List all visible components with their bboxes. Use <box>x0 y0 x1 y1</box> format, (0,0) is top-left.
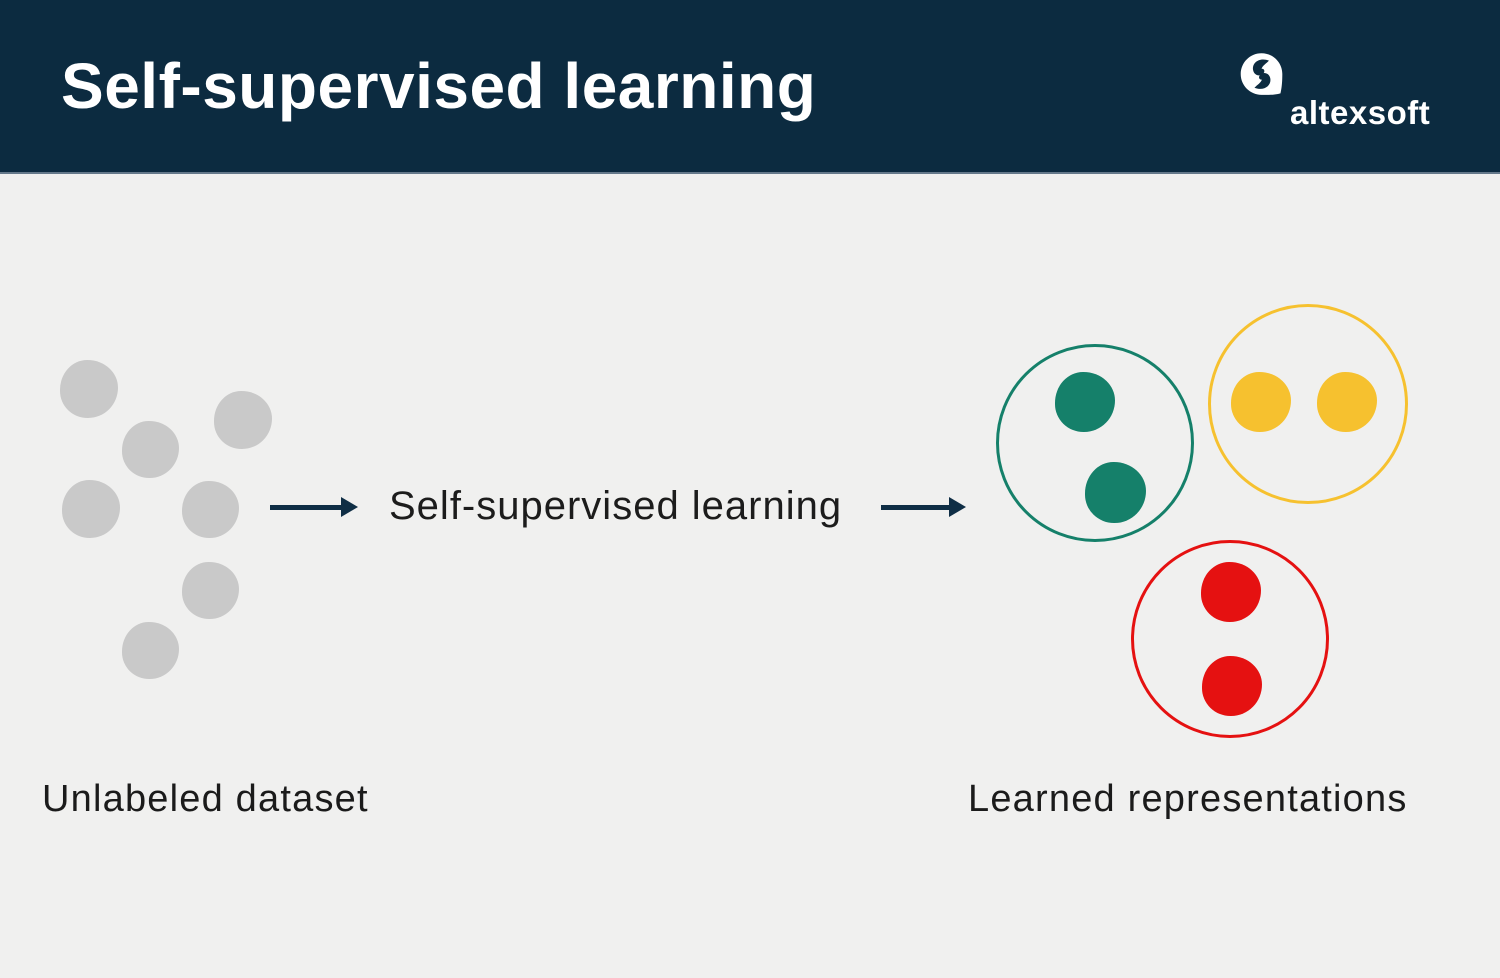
unlabeled-data-point <box>181 561 239 619</box>
unlabeled-data-point <box>121 420 179 478</box>
header-bar: Self-supervised learning altexsoft <box>0 0 1500 174</box>
right-arrow-icon <box>881 497 966 517</box>
red-cluster-point <box>1201 562 1261 622</box>
unlabeled-data-point <box>181 480 239 538</box>
unlabeled-data-point <box>60 360 118 418</box>
green-cluster-point <box>1055 372 1115 432</box>
brand-name: altexsoft <box>1290 94 1431 131</box>
right-caption: Learned representations <box>968 778 1408 820</box>
red-cluster-outline <box>1131 540 1329 738</box>
red-cluster-point <box>1202 656 1262 716</box>
arrow-head <box>949 497 966 517</box>
arrow-shaft <box>881 505 950 510</box>
process-label: Self-supervised learning <box>389 484 843 528</box>
brand-logo: altexsoft <box>1237 48 1447 133</box>
right-arrow-icon <box>270 497 358 517</box>
diagram-canvas: Self-supervised learning Unlabeled datas… <box>0 176 1500 978</box>
yellow-cluster-point <box>1317 372 1377 432</box>
left-caption: Unlabeled dataset <box>42 778 369 820</box>
altexsoft-logo-icon <box>1240 53 1283 95</box>
yellow-cluster-point <box>1231 372 1291 432</box>
green-cluster-point <box>1084 461 1146 523</box>
yellow-cluster-outline <box>1208 304 1408 504</box>
green-cluster-outline <box>996 344 1194 542</box>
page-title: Self-supervised learning <box>61 50 817 122</box>
arrow-shaft <box>270 505 342 510</box>
unlabeled-data-point <box>214 391 272 449</box>
unlabeled-data-point <box>121 621 179 679</box>
arrow-head <box>341 497 358 517</box>
unlabeled-data-point <box>62 480 120 538</box>
